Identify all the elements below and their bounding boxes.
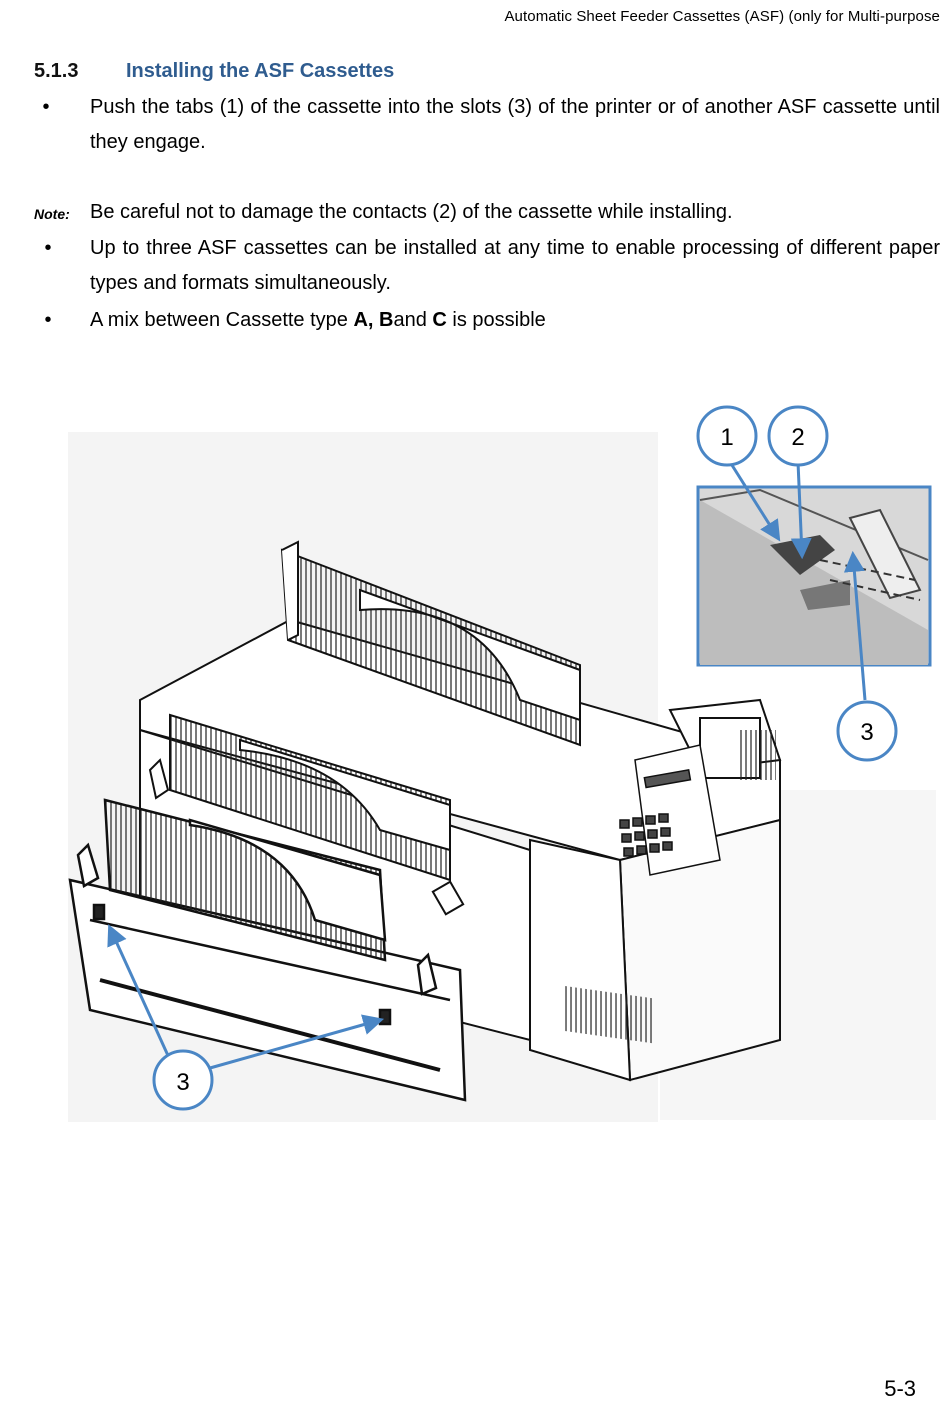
mix-mid: and xyxy=(393,309,433,331)
callout-circle-1 xyxy=(696,405,758,467)
callout-label-3-detail: 3 xyxy=(860,719,873,746)
callout-circle-3-detail xyxy=(836,700,898,762)
note-text: Be careful not to damage the contacts (2… xyxy=(90,201,733,223)
step-push-tabs: • Push the tabs (1) of the cassette into… xyxy=(34,90,940,160)
mix-text: A mix between Cassette type A, Band C is… xyxy=(90,303,940,338)
paper-rack-back xyxy=(280,540,581,747)
mix-suffix: is possible xyxy=(446,309,546,331)
callout-label-1: 1 xyxy=(720,424,733,451)
control-panel xyxy=(619,744,721,876)
section-title: Installing the ASF Cassettes xyxy=(126,60,395,82)
note-label: Note: xyxy=(34,206,70,222)
note: Note: Be careful not to damage the conta… xyxy=(34,195,940,230)
bullet-three-cassettes: • Up to three ASF cassettes can be insta… xyxy=(34,231,940,301)
detail-inset xyxy=(696,485,932,667)
bullet: • xyxy=(44,309,52,331)
callout-arrows-detail xyxy=(728,461,867,701)
callout-label-3-main: 3 xyxy=(176,1069,189,1096)
callout-circle-3-main xyxy=(152,1049,214,1111)
vent-grille-top xyxy=(738,730,776,780)
vent-grille-side xyxy=(565,985,655,1044)
section-number: 5.1.3 xyxy=(34,60,79,82)
step-text: Push the tabs (1) of the cassette into t… xyxy=(90,96,940,153)
mix-type-c: C xyxy=(432,309,447,331)
running-header: Automatic Sheet Feeder Cassettes (ASF) (… xyxy=(504,8,940,25)
callout-label-2: 2 xyxy=(791,424,804,451)
mix-prefix: A mix between Cassette type xyxy=(90,309,354,331)
printer-body xyxy=(139,618,782,1082)
section-heading: 5.1.3 Installing the ASF Cassettes xyxy=(34,60,940,83)
bullet-cassette-mix: • A mix between Cassette type A, Band C … xyxy=(34,303,940,338)
bullet: • xyxy=(42,96,50,118)
callout-arrows-main xyxy=(107,924,385,1070)
bullet-text: Up to three ASF cassettes can be install… xyxy=(90,237,940,294)
asf-cassette-front xyxy=(68,798,467,1102)
page-number: 5-3 xyxy=(884,1376,916,1401)
bullet: • xyxy=(44,237,52,259)
callout-circle-2 xyxy=(767,405,829,467)
mix-type-ab: A, B xyxy=(353,309,394,331)
printer-asf-illustration: 3 1 2 3 xyxy=(68,405,936,1122)
